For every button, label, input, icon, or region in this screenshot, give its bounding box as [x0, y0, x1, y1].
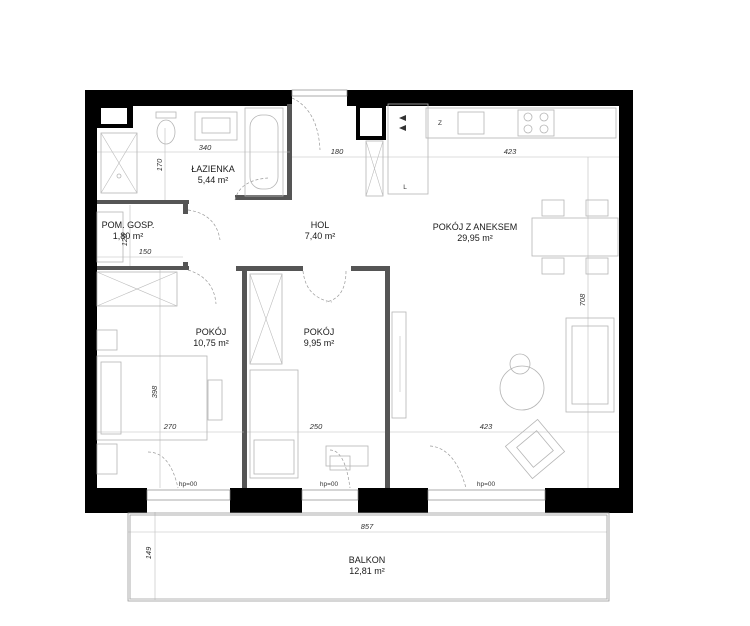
- room-area-pokoj-z-aneksem: 29,95 m²: [457, 233, 493, 243]
- doors: [147, 97, 467, 489]
- interior-walls: [97, 104, 390, 488]
- room-name-lazienka: ŁAZIENKA: [191, 164, 235, 174]
- room-name-balkon: BALKON: [349, 555, 386, 565]
- room-area-hol: 7,40 m²: [305, 231, 336, 241]
- z-mark: Z: [438, 120, 442, 127]
- room-name-hol: HOL: [311, 220, 330, 230]
- room-name-pokoj-z-aneksem: POKÓJ Z ANEKSEM: [433, 222, 518, 232]
- dim-250: 250: [309, 422, 323, 431]
- exterior-walls: [85, 90, 633, 513]
- room-labels: ŁAZIENKA 5,44 m² POM. GOSP. 1,80 m² HOL …: [102, 164, 518, 576]
- balcony-outline: [127, 512, 610, 602]
- room-name-pokoj-2: POKÓJ: [304, 327, 335, 337]
- room-name-pom-gosp: POM. GOSP.: [102, 220, 155, 230]
- dining-set: [531, 199, 619, 275]
- windows: [146, 89, 546, 501]
- bathroom-fixtures: [100, 107, 284, 197]
- dim-149: 149: [144, 546, 153, 559]
- dim-423-top: 423: [504, 147, 517, 156]
- dim-180: 180: [331, 147, 344, 156]
- dim-340: 340: [199, 143, 212, 152]
- dim-857: 857: [361, 522, 374, 531]
- dim-423-bottom: 423: [480, 422, 493, 431]
- window-mark-3: hp=00: [477, 481, 496, 488]
- room-name-pokoj-1: POKÓJ: [196, 327, 227, 337]
- room-area-balkon: 12,81 m²: [349, 566, 385, 576]
- window-mark-1: hp=00: [179, 481, 198, 488]
- room-area-pom-gosp: 1,80 m²: [113, 231, 144, 241]
- l-mark: L: [403, 184, 407, 191]
- window-marks: hp=00 hp=00 hp=00: [179, 481, 496, 488]
- dim-708: 708: [578, 293, 587, 306]
- dim-270: 270: [163, 422, 177, 431]
- kitchen-fixtures: [399, 107, 617, 139]
- dimension-lines: [97, 128, 619, 600]
- room-area-lazienka: 5,44 m²: [198, 175, 229, 185]
- storage-fixtures: [96, 103, 429, 365]
- window-mark-2: hp=00: [320, 481, 339, 488]
- room-area-pokoj-2: 9,95 m²: [304, 338, 335, 348]
- symbol-marks: Z L: [403, 120, 442, 191]
- living-room-furniture: [391, 311, 615, 480]
- room-area-pokoj-1: 10,75 m²: [193, 338, 229, 348]
- dim-398: 398: [150, 385, 159, 398]
- dim-120: 120: [120, 233, 129, 246]
- bedroom-furniture: [96, 329, 369, 479]
- dim-150: 150: [139, 247, 152, 256]
- dimension-labels: 340 180 423 170 120 150 708 398 270 250 …: [120, 143, 587, 559]
- dim-170: 170: [155, 158, 164, 171]
